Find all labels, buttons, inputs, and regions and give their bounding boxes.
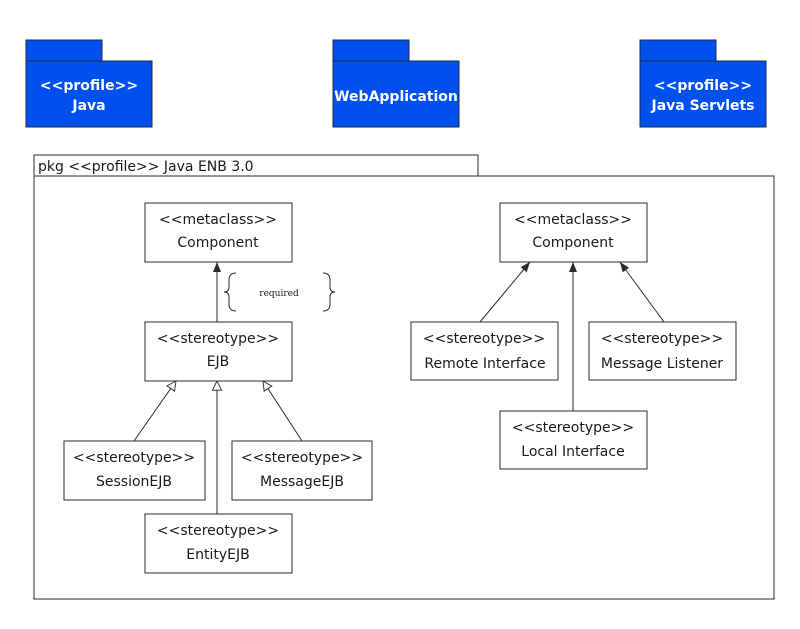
right-connectors (479, 261, 665, 411)
package-stereotype: <<profile>> (40, 78, 138, 94)
package-body (25, 60, 153, 128)
package-name: Java (71, 98, 105, 114)
generalization-message-ejb (263, 381, 303, 442)
class-message-ejb[interactable]: <<stereotype>> MessageEJB (231, 440, 373, 501)
class-entity-ejb[interactable]: <<stereotype>> EntityEJB (144, 513, 293, 574)
class-name: MessageEJB (260, 474, 344, 490)
class-ejb[interactable]: <<stereotype>> EJB (144, 321, 293, 382)
class-stereotype: <<metaclass>> (159, 212, 277, 228)
class-component-left[interactable]: <<metaclass>> Component (144, 202, 293, 263)
class-stereotype: <<stereotype>> (601, 331, 723, 347)
class-box (499, 202, 648, 263)
right-brace (322, 272, 336, 312)
left-connectors (133, 262, 303, 514)
class-box (499, 410, 648, 470)
package-tab (639, 39, 717, 62)
class-name: Component (177, 235, 259, 251)
class-name: Remote Interface (424, 356, 545, 372)
class-box (410, 321, 559, 381)
left-brace (223, 272, 237, 312)
class-box (144, 202, 293, 263)
package-body (639, 60, 767, 128)
class-stereotype: <<metaclass>> (514, 212, 632, 228)
extension-listener-component (619, 261, 665, 323)
class-name: SessionEJB (96, 474, 172, 490)
class-box (144, 321, 293, 382)
package-tab (332, 39, 410, 62)
class-box (63, 440, 206, 501)
class-name: EntityEJB (186, 547, 249, 563)
class-local-interface[interactable]: <<stereotype>> Local Interface (499, 410, 648, 470)
frame-title: pkg <<profile>> Java ENB 3.0 (38, 159, 254, 175)
package-stereotype: <<profile>> (654, 78, 752, 94)
package-body (332, 60, 460, 128)
package-webapplication[interactable]: WebApplication (332, 39, 460, 128)
generalization-session-ejb (133, 381, 176, 442)
package-tab (25, 39, 103, 62)
profile-frame: pkg <<profile>> Java ENB 3.0 (33, 154, 775, 600)
class-stereotype: <<stereotype>> (423, 331, 545, 347)
class-session-ejb[interactable]: <<stereotype>> SessionEJB (63, 440, 206, 501)
class-component-right[interactable]: <<metaclass>> Component (499, 202, 648, 263)
class-name: Local Interface (521, 444, 624, 460)
constraint-note: required (223, 272, 336, 312)
package-java[interactable]: <<profile>> Java (25, 39, 153, 128)
class-name: EJB (207, 354, 230, 370)
package-java-servlets[interactable]: <<profile>> Java Servlets (639, 39, 767, 128)
class-name: Message Listener (601, 356, 723, 372)
class-stereotype: <<stereotype>> (512, 420, 634, 436)
class-stereotype: <<stereotype>> (157, 523, 279, 539)
class-box (144, 513, 293, 574)
constraint-text: required (259, 289, 299, 299)
package-name: WebApplication (334, 89, 458, 105)
extension-remote-component (479, 261, 531, 323)
class-stereotype: <<stereotype>> (157, 331, 279, 347)
class-remote-interface[interactable]: <<stereotype>> Remote Interface (410, 321, 559, 381)
class-message-listener[interactable]: <<stereotype>> Message Listener (588, 321, 737, 381)
class-stereotype: <<stereotype>> (241, 450, 363, 466)
frame-body (33, 175, 775, 600)
package-name: Java Servlets (650, 98, 754, 114)
class-box (231, 440, 373, 501)
class-name: Component (532, 235, 614, 251)
class-stereotype: <<stereotype>> (73, 450, 195, 466)
class-box (588, 321, 737, 381)
